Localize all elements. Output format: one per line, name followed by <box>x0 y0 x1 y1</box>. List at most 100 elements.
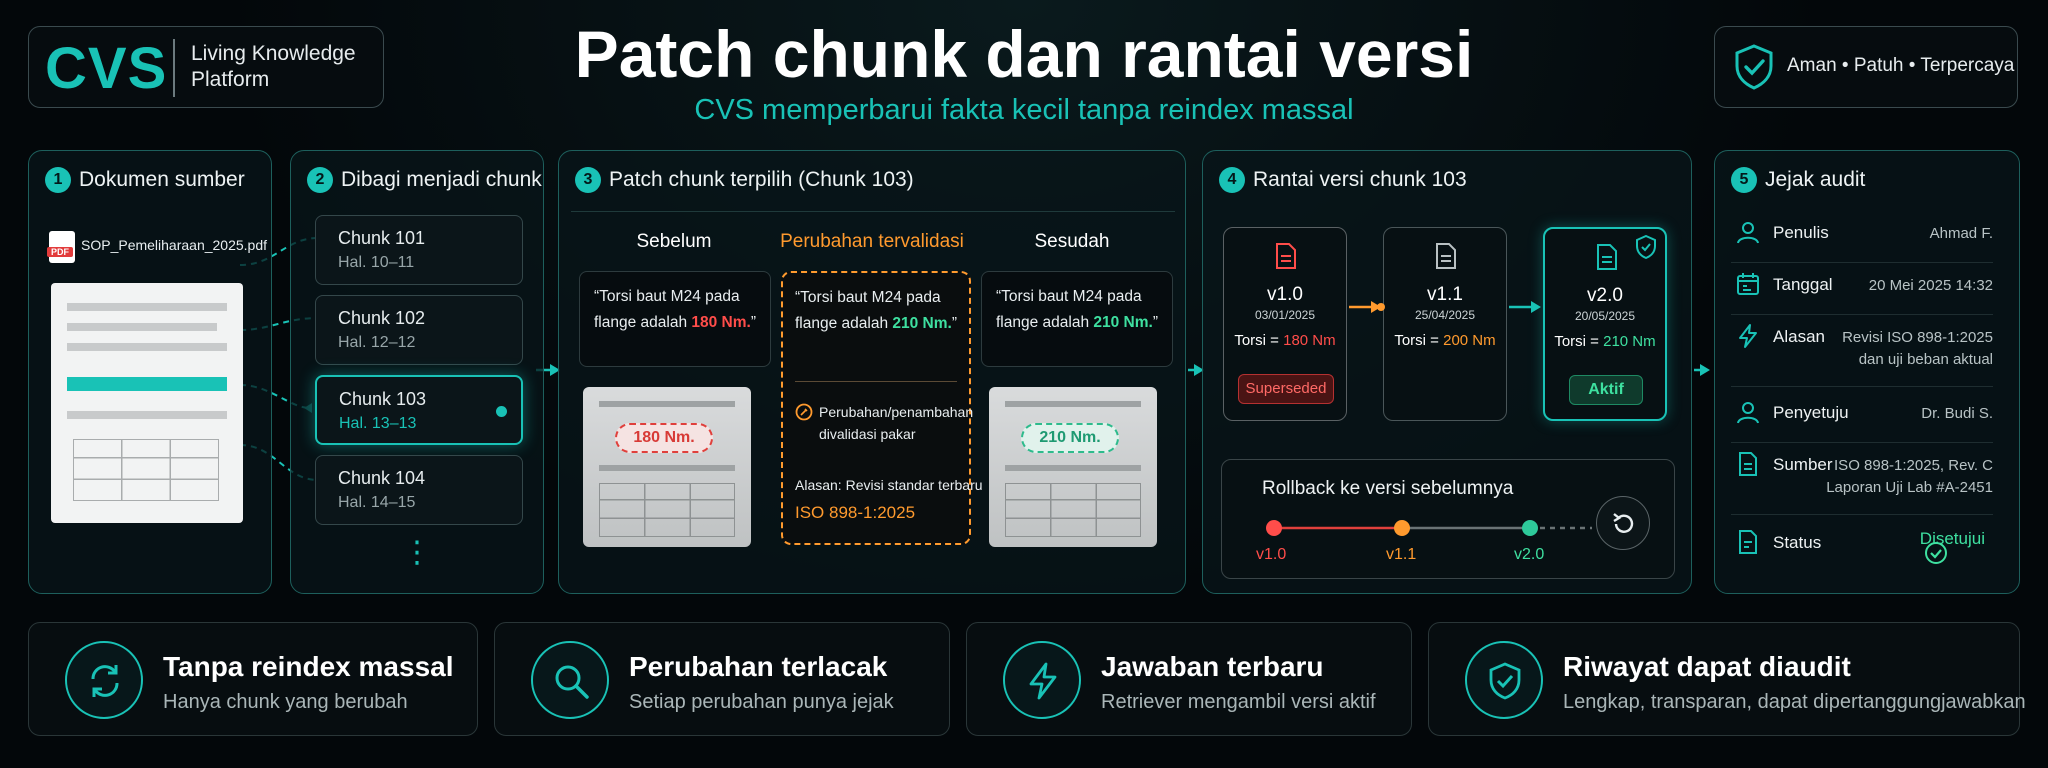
benefit-subtitle: Setiap perubahan punya jejak <box>629 691 894 713</box>
table-graphic <box>73 439 219 501</box>
panel-header: 2 Dibagi menjadi chunk <box>307 167 542 193</box>
version-name: v2.0 <box>1587 285 1623 306</box>
status-icon <box>1739 530 1757 554</box>
badge-text: Aman • Patuh • Terpercaya <box>1787 55 2015 76</box>
audit-row-status: Status Disetujui <box>1731 517 1993 573</box>
trust-badge: Aman • Patuh • Terpercaya <box>1714 26 2018 108</box>
header-divider <box>571 211 1175 212</box>
reason-label: Alasan: Revisi standar terbaru <box>795 477 983 493</box>
more-chunks-icon: ⋮ <box>402 536 432 569</box>
document-icon <box>1739 452 1757 476</box>
pdf-file[interactable]: PDF SOP_Pemeliharaan_2025.pdf <box>47 229 267 269</box>
step-number: 4 <box>1219 167 1245 193</box>
panel-title: Jejak audit <box>1765 168 1866 191</box>
version-name: v1.0 <box>1267 284 1303 305</box>
user-icon <box>1737 222 1759 244</box>
benefit-title: Tanpa reindex massal <box>163 651 454 682</box>
version-v1-1[interactable]: v1.1 25/04/2025 Torsi = 200 Nm <box>1383 227 1507 421</box>
chunk-pages: Hal. 10–11 <box>338 254 415 271</box>
after-document-image: 210 Nm. <box>989 387 1157 547</box>
panel-header: 5 Jejak audit <box>1731 167 1865 193</box>
panel-title: Rantai versi chunk 103 <box>1253 168 1467 191</box>
pdf-icon: PDF <box>47 231 75 263</box>
version-torque: Torsi = 210 Nm <box>1554 333 1656 350</box>
reason-value: ISO 898-1:2025 <box>795 503 916 522</box>
chunk-pages: Hal. 14–15 <box>338 494 416 511</box>
version-date: 20/05/2025 <box>1574 309 1636 323</box>
chunk-name: Chunk 103 <box>339 389 427 409</box>
panel-version-chain: 4 Rantai versi chunk 103 v1.0 03/01/2025 … <box>1202 150 1692 594</box>
logo-divider <box>173 39 175 97</box>
version-date: 03/01/2025 <box>1254 308 1316 322</box>
shield-check-icon <box>1489 662 1521 700</box>
version-v1-0[interactable]: v1.0 03/01/2025 Torsi = 180 Nm Supersede… <box>1223 227 1347 421</box>
bolt-icon <box>1029 662 1057 700</box>
table-graphic <box>1005 483 1141 537</box>
old-stamp: 180 Nm. <box>615 423 713 453</box>
rollback-title: Rollback ke versi sebelumnya <box>1262 478 1514 499</box>
benefit-no-mass-reindex: Tanpa reindex massal Hanya chunk yang be… <box>28 622 478 736</box>
highlighted-line <box>67 377 227 391</box>
benefit-subtitle: Retriever mengambil versi aktif <box>1101 691 1376 713</box>
table-graphic <box>599 483 735 537</box>
superseded-badge: Superseded <box>1238 374 1334 404</box>
version-v2-0[interactable]: v2.0 20/05/2025 Torsi = 210 Nm Aktif <box>1543 227 1667 421</box>
after-label: Sesudah <box>1034 231 1110 252</box>
chunk-name: Chunk 102 <box>338 308 426 328</box>
panel-header: 4 Rantai versi chunk 103 <box>1219 167 1467 193</box>
logo: CVS Living Knowledge Platform <box>28 26 384 108</box>
status-approved: Disetujui <box>1920 529 1985 564</box>
pdf-icon-label: PDF <box>47 247 73 257</box>
search-icon <box>555 665 589 699</box>
after-quote: “Torsi baut M24 pada flange adalah 210 N… <box>981 271 1173 367</box>
benefit-latest-answer: Jawaban terbaru Retriever mengambil vers… <box>966 622 1412 736</box>
step-number: 3 <box>575 167 601 193</box>
rollback-point-v2-0[interactable]: v2.0 <box>1514 546 1545 563</box>
shield-check-icon <box>1636 235 1656 259</box>
chunk-name: Chunk 104 <box>338 468 426 488</box>
user-icon <box>1737 402 1759 424</box>
rollback-point-v1-0[interactable]: v1.0 <box>1256 546 1287 563</box>
benefit-subtitle: Hanya chunk yang berubah <box>163 691 408 713</box>
benefit-title: Jawaban terbaru <box>1101 651 1324 682</box>
logo-tagline: Living Knowledge Platform <box>191 42 356 91</box>
validated-change-box: “Torsi baut M24 pada flange adalah 210 N… <box>781 271 983 545</box>
document-icon <box>1597 244 1617 270</box>
rollback-point-v1-1[interactable]: v1.1 <box>1386 546 1417 563</box>
rollback-button[interactable] <box>1596 496 1650 550</box>
panel-title: Dibagi menjadi chunk <box>341 168 542 191</box>
benefit-tracked-changes: Perubahan terlacak Setiap perubahan puny… <box>494 622 950 736</box>
version-torque: Torsi = 200 Nm <box>1394 332 1496 349</box>
new-stamp: 210 Nm. <box>1021 423 1119 453</box>
validated-icon <box>795 403 813 421</box>
page-title: Patch chunk dan rantai versi <box>574 17 1474 91</box>
shield-check-icon <box>1735 44 1773 90</box>
rollback-box: Rollback ke versi sebelumnya v1.0 v1.1 v… <box>1221 459 1675 579</box>
version-torque: Torsi = 180 Nm <box>1234 332 1336 349</box>
step-number: 1 <box>45 167 71 193</box>
bolt-icon <box>1739 324 1757 348</box>
new-value: 210 Nm. <box>1093 314 1153 331</box>
step-number: 5 <box>1731 167 1757 193</box>
version-date: 25/04/2025 <box>1414 308 1476 322</box>
benefit-title: Riwayat dapat diaudit <box>1563 651 1851 682</box>
change-divider <box>795 381 957 382</box>
chunk-name: Chunk 101 <box>338 228 426 248</box>
step-number: 2 <box>307 167 333 193</box>
benefit-subtitle: Lengkap, transparan, dapat dipertanggung… <box>1563 691 2026 713</box>
check-circle-icon <box>1924 542 1947 564</box>
